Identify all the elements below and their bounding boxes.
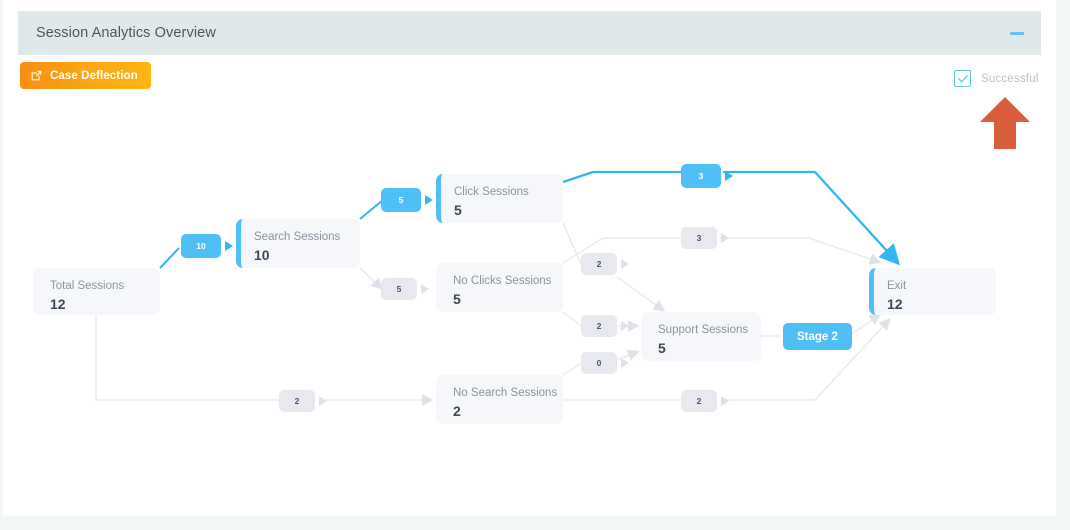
flow-node[interactable]: No Clicks Sessions 5 bbox=[436, 263, 563, 312]
up-arrow-icon bbox=[980, 97, 1030, 149]
edge-label[interactable]: 2 bbox=[279, 390, 315, 412]
flow-node-value: 5 bbox=[453, 291, 461, 307]
successful-checkbox[interactable] bbox=[954, 70, 971, 87]
flow-edges bbox=[95, 170, 901, 406]
flow-node-value: 10 bbox=[254, 247, 270, 263]
edge-arrowhead-icon bbox=[721, 396, 729, 406]
minimize-bar bbox=[1010, 31, 1024, 35]
page-title: Session Analytics Overview bbox=[36, 25, 216, 41]
flow-node[interactable]: Click Sessions 5 bbox=[436, 174, 563, 223]
flow-node-value: 12 bbox=[887, 296, 903, 312]
edge-arrowhead-icon bbox=[425, 195, 433, 205]
edge-arrowhead-icon bbox=[319, 396, 327, 406]
panel-header: Session Analytics Overview bbox=[18, 11, 1041, 55]
flow-node-value: 5 bbox=[454, 202, 462, 218]
case-deflection-button[interactable]: Case Deflection bbox=[20, 62, 151, 89]
edge-arrowhead-icon bbox=[621, 259, 629, 269]
flow-node-label: No Clicks Sessions bbox=[453, 275, 552, 287]
minimize-icon[interactable] bbox=[1009, 25, 1025, 41]
case-deflection-label: Case Deflection bbox=[50, 69, 138, 82]
flow-node[interactable]: Search Sessions 10 bbox=[236, 219, 360, 268]
flow-node-label: Search Sessions bbox=[254, 231, 341, 243]
flow-node-value: 2 bbox=[453, 403, 461, 419]
flow-node-label: Support Sessions bbox=[658, 324, 749, 336]
flow-node[interactable]: No Search Sessions 2 bbox=[436, 375, 563, 424]
flow-node-label: No Search Sessions bbox=[453, 387, 558, 399]
edge-label[interactable]: 2 bbox=[681, 390, 717, 412]
flow-node[interactable]: Exit 12 bbox=[869, 268, 996, 315]
flow-node-label: Total Sessions bbox=[50, 280, 125, 292]
edge-label[interactable]: 3 bbox=[681, 164, 721, 188]
edge-label[interactable]: 10 bbox=[181, 234, 221, 258]
successful-label: Successful bbox=[981, 72, 1039, 85]
edge-label[interactable]: 0 bbox=[581, 352, 617, 374]
flow-node[interactable]: Support Sessions 5 bbox=[641, 312, 761, 361]
edge-arrowhead-icon bbox=[621, 358, 629, 368]
edge-label[interactable]: 3 bbox=[681, 227, 717, 249]
edge-label[interactable]: 5 bbox=[381, 188, 421, 212]
flow-node-label: Click Sessions bbox=[454, 186, 529, 198]
flow-node-value: 5 bbox=[658, 340, 666, 356]
flow-node-label: Exit bbox=[887, 280, 907, 292]
session-flow-diagram: Total Sessions 12 Search Sessions 10 Cli… bbox=[3, 0, 1056, 516]
analytics-panel: Session Analytics Overview Case Deflecti… bbox=[3, 0, 1056, 516]
edge-arrowhead-icon bbox=[225, 241, 233, 251]
edge-label[interactable]: 5 bbox=[381, 278, 417, 300]
edge-arrowhead-icon bbox=[621, 321, 629, 331]
external-link-icon bbox=[31, 70, 42, 81]
flow-node-value: 12 bbox=[50, 296, 66, 312]
stage-badge[interactable]: Stage 2 bbox=[783, 323, 852, 350]
check-icon bbox=[957, 74, 968, 83]
edge-arrowhead-icon bbox=[721, 233, 729, 243]
flow-node[interactable]: Total Sessions 12 bbox=[33, 268, 160, 315]
edge-label[interactable]: 2 bbox=[581, 253, 617, 275]
edge-label[interactable]: 2 bbox=[581, 315, 617, 337]
successful-legend[interactable]: Successful bbox=[954, 70, 1039, 87]
edge-arrowhead-icon bbox=[725, 171, 733, 181]
edge-arrowhead-icon bbox=[421, 284, 429, 294]
